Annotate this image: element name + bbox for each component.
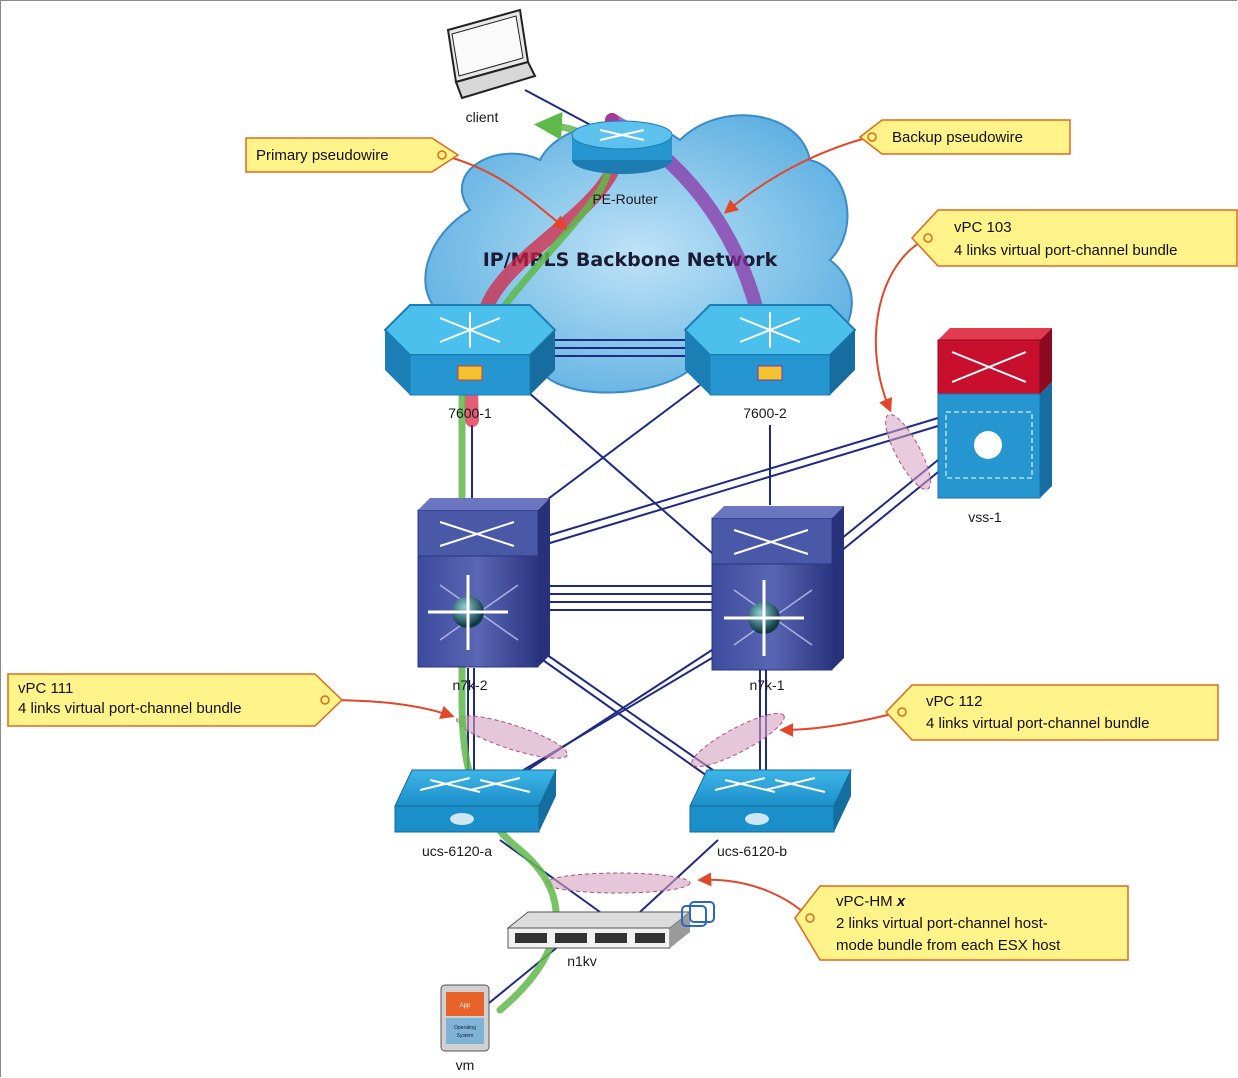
callout-vpchm: vPC-HM x 2 links virtual port-channel ho… <box>794 885 1129 961</box>
switch-7600-1-label: 7600-1 <box>448 405 492 421</box>
callout-vpc112-title: vPC 112 <box>926 693 982 710</box>
switch-7600-1[interactable]: 7600-1 <box>383 304 557 421</box>
vpc111-bundle <box>456 715 568 759</box>
callout-vpchm-desc-1: 2 links virtual port-channel host- <box>836 915 1048 932</box>
vss-1-label: vss-1 <box>968 509 1002 525</box>
n7k-2[interactable]: n7k-2 <box>417 498 550 693</box>
vpc103-callout-arrow <box>874 237 929 413</box>
callout-vpc112-desc: 4 links virtual port-channel bundle <box>926 715 1149 732</box>
callout-vpc111-title: vPC 111 <box>18 680 73 697</box>
callout-vpc103-desc: 4 links virtual port-channel bundle <box>954 242 1177 259</box>
link-ucs-b-n1kv <box>639 839 719 913</box>
callout-vpc103: vPC 103 4 links virtual port-channel bun… <box>910 209 1238 267</box>
client-laptop[interactable]: client <box>446 8 537 125</box>
callout-vpc112: vPC 112 4 links virtual port-channel bun… <box>884 684 1219 741</box>
callout-backup-text: Backup pseudowire <box>892 129 1023 146</box>
svg-text:vPC-HM x: vPC-HM x <box>836 893 906 910</box>
vm-os-label-1: Operating <box>454 1025 476 1031</box>
vss-1[interactable]: vss-1 <box>937 328 1052 525</box>
vpc103-bundle <box>885 413 931 491</box>
link-vss-n7k-2 <box>539 417 939 539</box>
vm-os-label-2: System <box>457 1033 474 1039</box>
callout-vpc103-title: vPC 103 <box>954 219 1012 236</box>
link-7600-1-n7k-1 <box>519 384 721 561</box>
primary-callout-arrow <box>441 154 568 230</box>
backup-callout-arrow <box>723 136 871 214</box>
bundle-ellipses <box>456 413 931 894</box>
vpc111-callout-arrow <box>324 699 455 719</box>
n7k-1[interactable]: n7k-1 <box>711 506 844 693</box>
callout-primary-text: Primary pseudowire <box>256 147 389 164</box>
n7k-1-label: n7k-1 <box>749 677 784 693</box>
ucs-6120-b[interactable]: ucs-6120-b <box>689 769 852 859</box>
switch-7600-2-label: 7600-2 <box>743 405 787 421</box>
vmware-icon <box>681 901 715 927</box>
ucs-6120-b-label: ucs-6120-b <box>717 843 787 859</box>
n7k-2-label: n7k-2 <box>452 677 487 693</box>
n1kv-label: n1kv <box>567 953 597 969</box>
callout-vpchm-desc-2: mode bundle from each ESX host <box>836 937 1061 954</box>
switch-7600-2[interactable]: 7600-2 <box>683 304 857 421</box>
n1kv[interactable]: n1kv <box>506 901 715 969</box>
vpchm-bundle <box>545 872 691 894</box>
cloud-title: IP/MPLS Backbone Network <box>483 249 778 271</box>
pe-router[interactable]: PE-Router <box>571 120 673 207</box>
link-ucs-a-n1kv <box>499 839 601 913</box>
callout-vpchm-variable: x <box>896 893 906 910</box>
callout-vpc111-desc: 4 links virtual port-channel bundle <box>18 700 241 717</box>
callout-vpchm-title: vPC-HM <box>836 893 893 910</box>
callout-backup-pseudowire: Backup pseudowire <box>858 119 1071 155</box>
vm-app-label: App <box>460 1003 471 1009</box>
callout-vpc111: vPC 111 4 links virtual port-channel bun… <box>7 673 344 727</box>
link-client-pe <box>524 89 601 131</box>
ucs-6120-a-label: ucs-6120-a <box>422 843 492 859</box>
link-7600-2-n7k-2 <box>519 384 701 521</box>
client-label: client <box>466 109 499 125</box>
vpc112-bundle <box>691 712 785 768</box>
vpchm-callout-arrow <box>697 872 811 919</box>
callout-primary-pseudowire: Primary pseudowire <box>245 137 460 173</box>
link-n7k-2-ucs-b <box>539 649 721 776</box>
ucs-6120-a[interactable]: ucs-6120-a <box>394 769 557 859</box>
vm-label: vm <box>456 1057 475 1073</box>
vm[interactable]: App Operating System vm <box>440 984 490 1073</box>
vpc112-callout-arrow <box>779 711 901 737</box>
pe-router-label: PE-Router <box>592 191 658 207</box>
